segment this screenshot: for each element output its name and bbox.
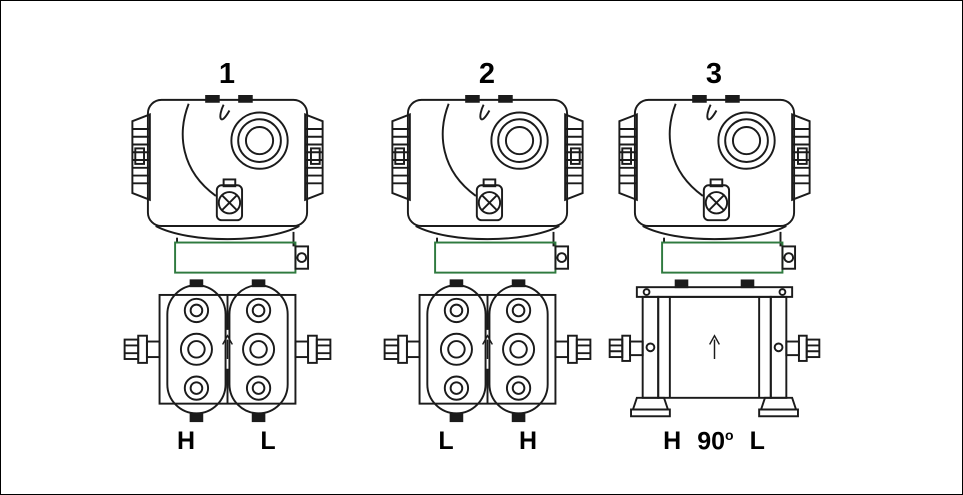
degree-symbol: o xyxy=(725,427,734,443)
port-label-left: H xyxy=(663,427,682,456)
dual-flange-manifold xyxy=(383,279,591,423)
figure-variant-2: 2 L H xyxy=(367,57,607,456)
port-label-left: H xyxy=(176,427,196,455)
figure-number: 2 xyxy=(478,58,496,90)
transmitter-drawing-variant-2 xyxy=(383,95,591,423)
figure-number: 3 xyxy=(705,58,723,90)
transmitter-head xyxy=(130,95,324,274)
port-label-right: L xyxy=(749,427,765,456)
transmitter-head xyxy=(617,95,811,274)
port-labels: H 90o L xyxy=(663,427,765,456)
port-labels: H L xyxy=(167,427,287,456)
transmitter-drawing-variant-3 xyxy=(608,95,820,418)
figure-variant-3: 3 H 90o L xyxy=(594,57,834,456)
rotated-90-manifold xyxy=(608,279,820,418)
transmitter-drawing-variant-1 xyxy=(123,95,331,423)
transmitter-head xyxy=(390,95,584,274)
figure-variant-1: 1 H L xyxy=(107,57,347,456)
rotation-label: 90o xyxy=(697,427,734,456)
port-label-right: H xyxy=(518,427,538,455)
port-label-left: L xyxy=(438,427,454,455)
dual-flange-manifold xyxy=(123,279,331,423)
port-label-right: L xyxy=(260,427,276,455)
figure-number: 1 xyxy=(218,58,236,90)
port-labels: L H xyxy=(427,427,547,456)
